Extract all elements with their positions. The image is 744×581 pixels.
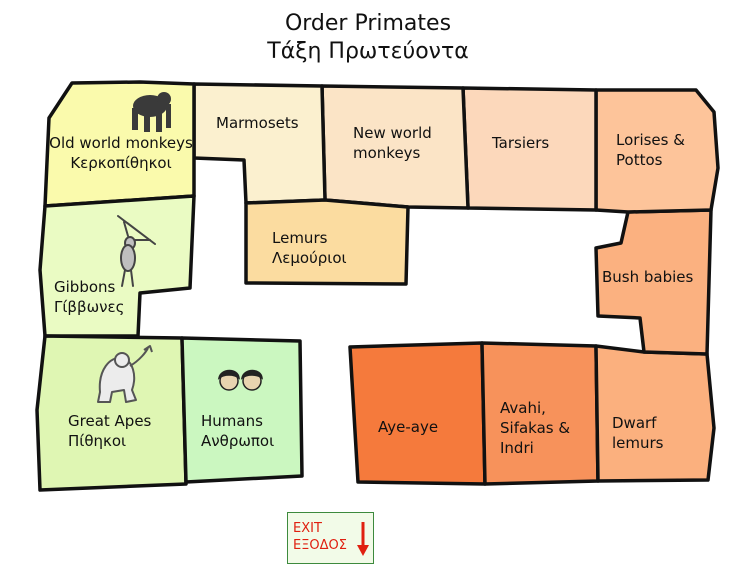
label-old-world: Old world monkeys Κερκοπίθηκοι bbox=[49, 134, 193, 172]
room-aye-aye[interactable] bbox=[348, 341, 487, 486]
label-lorises: Lorises & Pottos bbox=[616, 131, 685, 169]
label-tarsiers: Tarsiers bbox=[492, 134, 550, 152]
title-english: Order Primates bbox=[284, 11, 452, 36]
gibbon-icon bbox=[117, 215, 156, 287]
exit-label: EXIT ΕΞΟΔΟΣ bbox=[293, 521, 347, 553]
label-aye-aye: Aye-aye bbox=[378, 418, 439, 436]
label-new-world: New world monkeys bbox=[353, 124, 432, 162]
label-dwarf-lemurs: Dwarf lemurs bbox=[612, 414, 664, 452]
ape-icon bbox=[97, 345, 153, 403]
room-great-apes[interactable] bbox=[35, 334, 188, 492]
humans-faces-icon bbox=[217, 369, 263, 391]
room-bush-babies[interactable] bbox=[594, 208, 713, 356]
down-arrow-icon bbox=[357, 522, 369, 556]
label-humans: Humans Ανθρωποι bbox=[201, 412, 275, 450]
label-gibbons: Gibbons Γίββωνες bbox=[54, 278, 125, 316]
room-lemurs[interactable] bbox=[244, 198, 410, 286]
title-greek: Τάξη Πρωτεύοντα bbox=[267, 39, 469, 64]
page-title: Order Primates Τάξη Πρωτεύοντα bbox=[0, 10, 744, 66]
label-avahi: Avahi, Sifakas & Indri bbox=[500, 399, 571, 457]
room-gibbons[interactable] bbox=[38, 194, 196, 338]
label-marmosets: Marmosets bbox=[216, 114, 299, 132]
label-lemurs: Lemurs Λεμούριοι bbox=[272, 229, 347, 267]
label-bush-babies: Bush babies bbox=[602, 268, 694, 286]
label-great-apes: Great Apes Πίθηκοι bbox=[68, 412, 152, 450]
exit-button[interactable]: EXIT ΕΞΟΔΟΣ bbox=[287, 512, 374, 564]
room-marmosets[interactable] bbox=[192, 82, 327, 205]
room-lorises[interactable] bbox=[594, 88, 720, 214]
room-humans[interactable] bbox=[180, 336, 304, 484]
gorilla-icon bbox=[132, 92, 171, 132]
